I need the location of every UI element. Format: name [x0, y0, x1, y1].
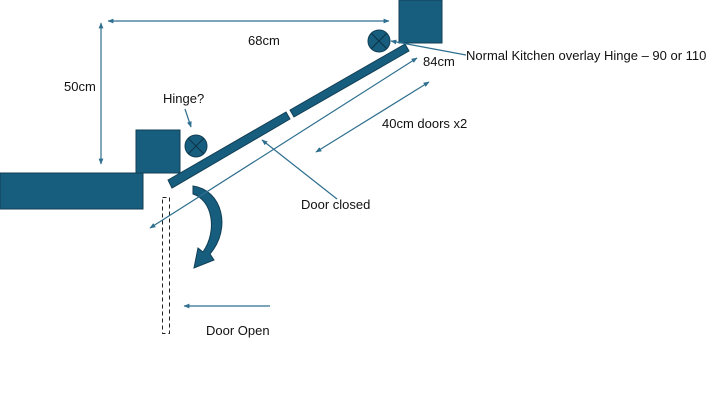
hinge-note-label: Normal Kitchen overlay Hinge – 90 or 110	[466, 48, 706, 63]
door-open-label: Door Open	[206, 323, 270, 338]
left-cabinet-base	[0, 172, 144, 210]
door-closed-label: Door closed	[301, 197, 370, 212]
doors-label: 40cm doors x2	[382, 116, 467, 131]
door-closed-pointer	[261, 139, 338, 200]
right-cabinet-side	[398, 0, 443, 44]
hinge-question-pointer	[184, 108, 192, 128]
left-hinge-icon	[184, 134, 208, 158]
doors-dimension-line	[315, 81, 430, 153]
diagonal-label: 84cm	[423, 54, 455, 69]
hinge-note-pointer	[390, 39, 467, 56]
right-hinge-icon	[367, 29, 391, 53]
left-cabinet-side	[135, 129, 181, 174]
hinge-question-label: Hinge?	[163, 91, 204, 106]
depth-label: 50cm	[64, 79, 96, 94]
width-label: 68cm	[248, 33, 280, 48]
